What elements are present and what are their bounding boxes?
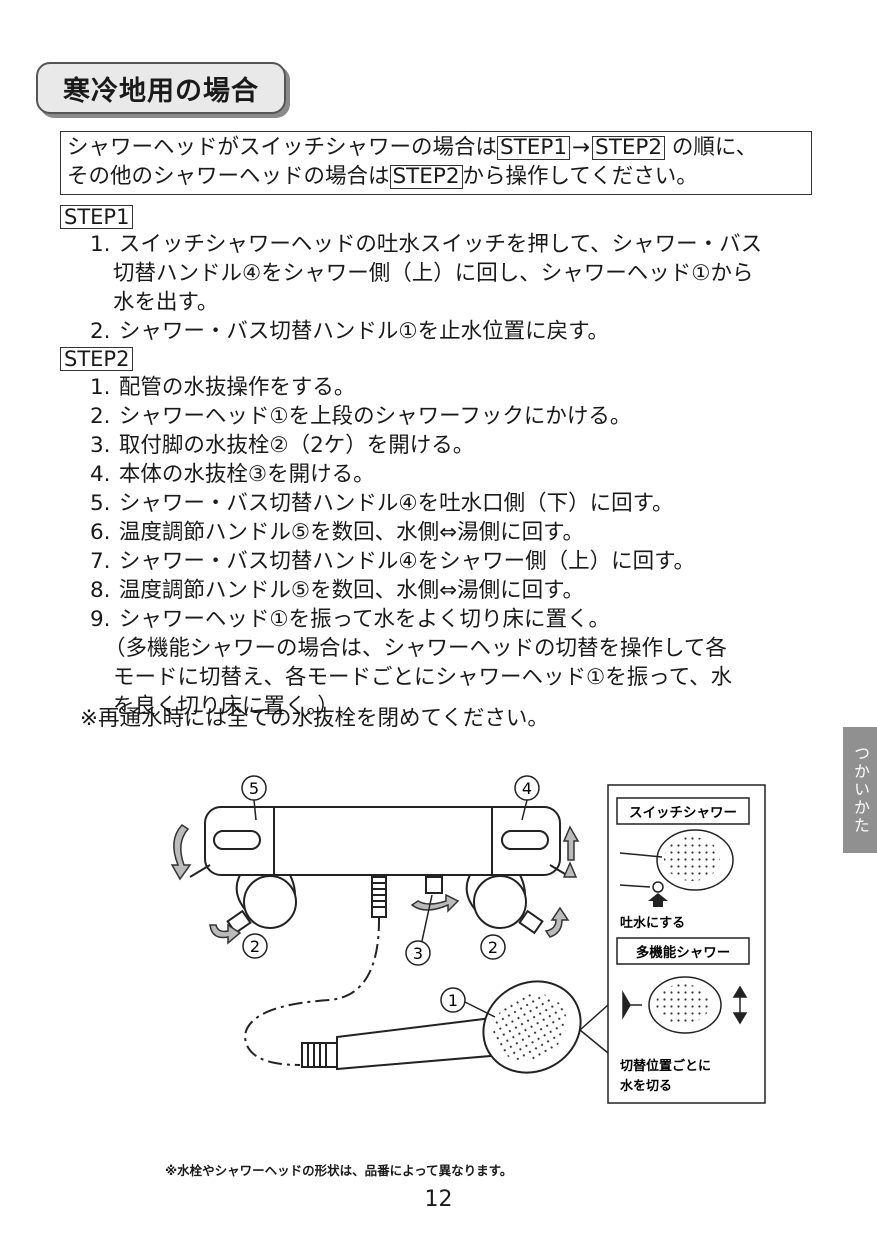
svg-text:4: 4 bbox=[522, 779, 532, 798]
step1-item-2: 2. シャワー・バス切替ハンドル①を止水位置に戻す。 bbox=[90, 319, 609, 344]
step2-item: 6. 温度調節ハンドル⑤を数回、水側⇔湯側に回す。 bbox=[90, 520, 584, 545]
callout-4: 4 bbox=[514, 775, 540, 821]
multi-caption-1: 切替位置ごとに bbox=[620, 1058, 711, 1074]
step2-item: 7. シャワー・バス切替ハンドル④をシャワー側（上）に回す。 bbox=[90, 549, 695, 574]
arrow-icon: → bbox=[572, 135, 591, 160]
caution-note: ※再通水時には全ての水抜栓を閉めてください。 bbox=[80, 706, 549, 731]
page-number: 12 bbox=[424, 1187, 453, 1212]
step1-label: STEP1 bbox=[60, 205, 134, 229]
step2-item: 2. シャワーヘッド①を上段のシャワーフックにかける。 bbox=[90, 404, 632, 429]
faucet-body bbox=[189, 806, 571, 935]
callout-5: 5 bbox=[241, 775, 267, 821]
shape-footnote: ※水栓やシャワーヘッドの形状は、品番によって異なります。 bbox=[165, 1163, 513, 1178]
shower-type-inset: スイッチシャワー 吐水にする 多機能シャワー 切替位置ごとに 水を切る bbox=[607, 784, 766, 1104]
callout-2-left: 2 bbox=[242, 933, 268, 959]
step2-item: 4. 本体の水抜栓③を開ける。 bbox=[90, 462, 375, 487]
svg-text:5: 5 bbox=[249, 779, 259, 798]
step2-item: 9. シャワーヘッド①を振って水をよく切り床に置く。 bbox=[90, 607, 611, 632]
shower-handle bbox=[301, 980, 582, 1074]
svg-text:2: 2 bbox=[488, 938, 498, 957]
faucet-illustration: 5 4 2 3 2 1 スイッチシャワー 吐水にする 多機能シャワ bbox=[170, 775, 766, 1104]
svg-text:1: 1 bbox=[448, 991, 458, 1010]
step1-item-1-line-3: 水を出す。 bbox=[113, 290, 219, 315]
multi-shower-title: 多機能シャワー bbox=[636, 944, 731, 961]
step2-item: 3. 取付脚の水抜栓②（2ケ）を開ける。 bbox=[90, 433, 475, 458]
step2-item: 5. シャワー・バス切替ハンドル④を吐水口側（下）に回す。 bbox=[90, 491, 674, 516]
hose-line bbox=[243, 916, 381, 1066]
svg-text:3: 3 bbox=[413, 944, 423, 963]
step2-sub-line: モードに切替え、各モードごとにシャワーヘッド①を振って、水 bbox=[113, 665, 733, 690]
step1-ref: STEP1 bbox=[497, 136, 571, 160]
step2-item: 8. 温度調節ハンドル⑤を数回、水側⇔湯側に回す。 bbox=[90, 578, 584, 603]
step1-item-1: 1. スイッチシャワーヘッドの吐水スイッチを押して、シャワー・バス bbox=[90, 232, 763, 257]
step2-item: 1. 配管の水抜操作をする。 bbox=[90, 375, 356, 400]
rotation-arrow-icon bbox=[170, 824, 580, 945]
callout-1: 1 bbox=[440, 987, 496, 1018]
callout-3: 3 bbox=[405, 894, 433, 966]
section-title: 寒冷地用の場合 bbox=[36, 62, 286, 114]
step1-item-1-line-2: 切替ハンドル④をシャワー側（上）に回し、シャワーヘッド①から bbox=[113, 261, 754, 286]
multi-caption-2: 水を切る bbox=[620, 1078, 672, 1094]
svg-text:2: 2 bbox=[250, 937, 260, 956]
switch-shower-title: スイッチシャワー bbox=[629, 805, 737, 821]
step2-sub-line: （多機能シャワーの場合は、シャワーヘッドの切替を操作して各 bbox=[104, 636, 727, 661]
step2-label: STEP2 bbox=[60, 347, 134, 371]
step2-sub-line: を良く切り床に置く。） bbox=[113, 694, 339, 719]
switch-caption: 吐水にする bbox=[620, 915, 685, 931]
step2-ref: STEP2 bbox=[389, 165, 463, 189]
side-tab-usage[interactable]: つかいかた bbox=[843, 727, 877, 853]
step2-ref: STEP2 bbox=[592, 136, 666, 160]
callout-2-right: 2 bbox=[480, 934, 506, 960]
